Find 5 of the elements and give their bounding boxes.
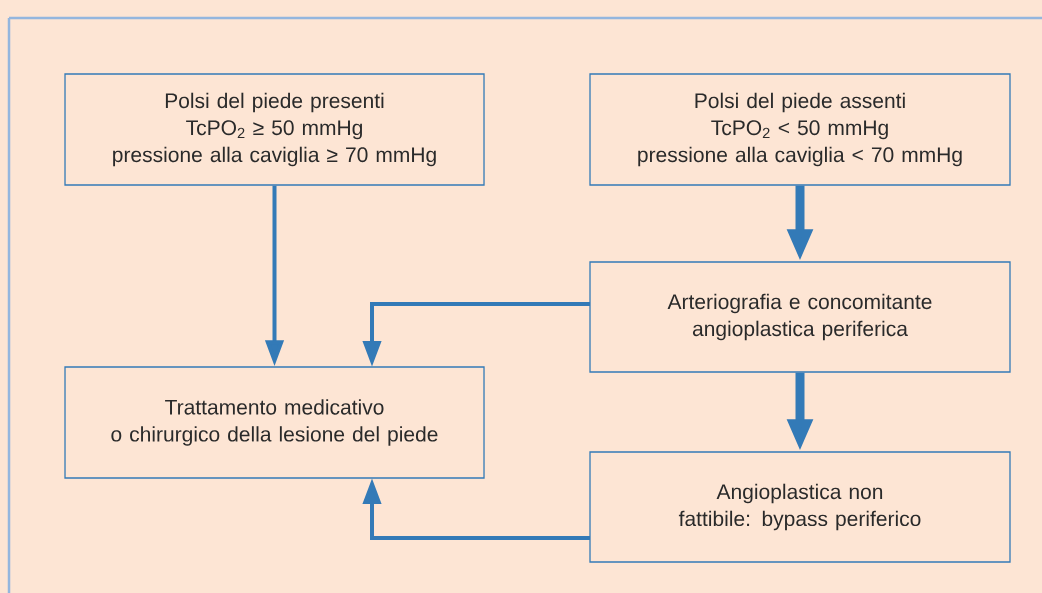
process-box: Trattamento medicativo o chirurgico della lesione del piede [64, 366, 485, 479]
process-box: Arteriografia e concomitante angioplastica periferica [589, 261, 1011, 373]
process-box: Angioplastica non fattibile: bypass periferico [589, 451, 1011, 563]
process-box: Polsi del piede assenti TcPO$_{2}$ < 50 mmHg pressione alla caviglia < 70 mmHg [589, 73, 1011, 186]
process-box: Polsi del piede presenti TcPO$_{2}$ ≥ 50 mmHg pressione alla caviglia ≥ 70 mmHg [64, 73, 485, 186]
